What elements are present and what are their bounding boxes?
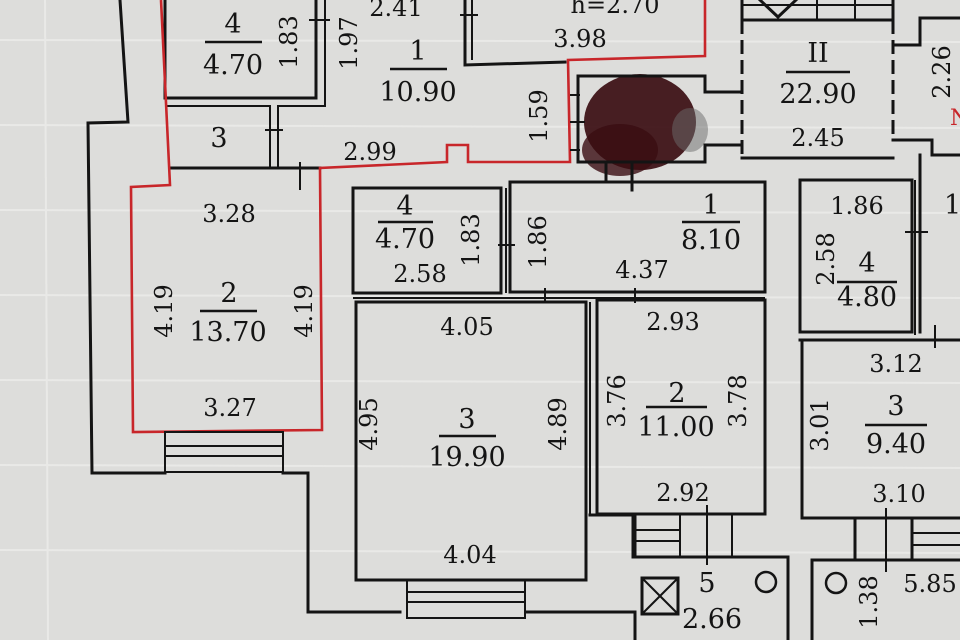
dimension-label: 3.76 [603,374,631,427]
dimension-label: 1.83 [275,15,303,68]
dimension-label: 3.98 [553,25,606,53]
dimension-label: 2.45 [791,124,844,152]
circle-fixture-icon [754,570,778,594]
center-apartment-walls [164,180,790,640]
dimension-label: 3.01 [806,398,834,451]
dimension-label: 5.85 [903,570,956,598]
room-number: 4 [224,9,241,40]
dimension-label: 4.19 [150,284,178,337]
circle-fixture-icon [824,571,848,595]
dimension-label: 2.58 [812,232,840,285]
room-number: II [807,38,828,69]
fraction-bars [200,40,927,438]
dimension-label: 2.58 [393,260,446,288]
dimension-label: 1.59 [525,89,553,142]
dimension-label: 1.83 [457,213,485,266]
room-number: 4 [858,248,875,279]
shaft-cross-icon [640,576,680,616]
room-area: 9.40 [866,429,926,460]
dimension-label: 4.95 [355,397,383,450]
dimension-label: 4.19 [290,284,318,337]
room-area: 4.70 [203,50,263,81]
room-number: 2 [668,378,685,409]
right-apartment-walls [798,178,960,640]
room-number: 2 [220,278,237,309]
dimension-label: 3.27 [203,394,256,422]
dimension-label: 2.99 [343,138,396,166]
dimension-label: 3.10 [872,480,925,508]
room-number-partial: 1 [944,190,960,221]
room-number: 3 [210,123,227,154]
exterior-walls [86,0,637,640]
room-area: 19.90 [428,442,505,473]
dimension-label: 4.37 [615,256,668,284]
upper-apartment-walls [163,0,567,190]
dimension-label: 1.38 [855,575,883,628]
room-area: 4.70 [375,224,435,255]
dimension-label: 3.12 [869,350,922,378]
dimension-label: 1.97 [335,16,363,69]
room-area: 13.70 [189,317,266,348]
dimension-label: 4.05 [440,313,493,341]
dimension-label: 4.04 [443,541,496,569]
dimension-label: 1.86 [830,192,883,220]
room-number: 5 [698,568,715,599]
room-number: 1 [409,36,426,67]
room-number: 1 [702,190,719,221]
dimension-label: 3.28 [202,200,255,228]
room-number: 4 [396,191,413,222]
dimension-label: 2.93 [646,308,699,336]
room-area: 10.90 [379,77,456,108]
common-area-walls [740,0,960,182]
stair-landing-walls [570,74,744,192]
dimension-label: 2.41 [369,0,422,22]
dimension-label: 3.78 [724,374,752,427]
dimension-label: 2.26 [928,45,956,98]
apartment-marker-partial: N [950,106,960,131]
dimension-label: 4.89 [544,397,572,450]
room-number: 3 [887,391,904,422]
room-area: 4.80 [837,282,897,313]
room-area: 11.00 [637,412,714,443]
dimension-label: 2.92 [656,479,709,507]
ceiling-height: h=2.70 [570,0,659,19]
dimension-label: 1.86 [524,215,552,268]
apartment-outline[interactable] [129,0,707,434]
room-area: 2.66 [682,604,742,635]
room-area: 8.10 [681,225,741,256]
room-number: 3 [458,404,475,435]
room-area: 22.90 [779,79,856,110]
